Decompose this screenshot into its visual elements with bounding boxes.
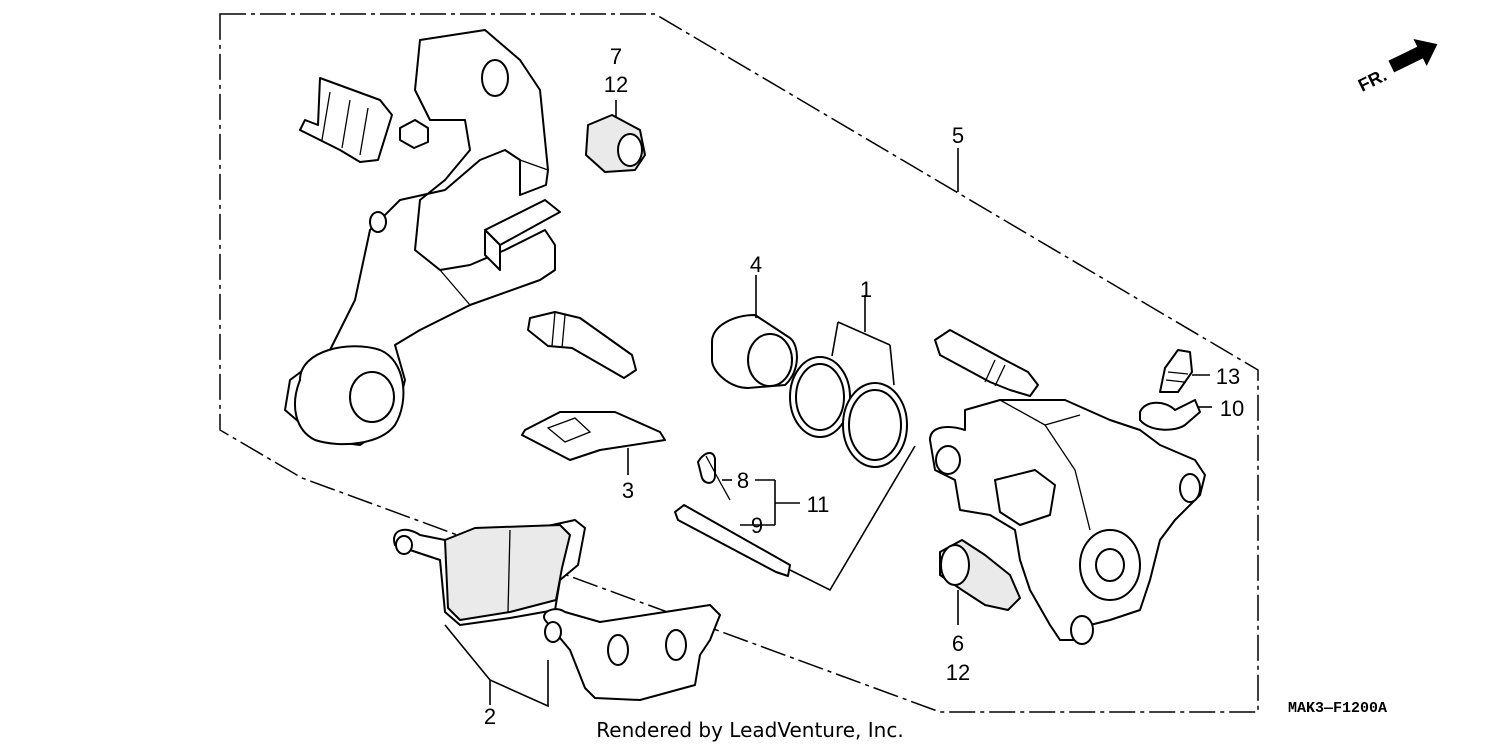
slide-pin-right[interactable]	[934, 329, 1039, 397]
callout-7: 7	[610, 44, 622, 69]
callout-9: 9	[751, 513, 763, 538]
callout-13: 13	[1216, 364, 1240, 389]
slide-pin-left[interactable]	[527, 311, 637, 379]
pad-pin[interactable]	[674, 445, 916, 592]
callout-10: 10	[1220, 396, 1244, 421]
caliper-piston[interactable]	[711, 275, 798, 389]
bleeder-cap[interactable]	[1139, 399, 1212, 431]
diagram-code: MAK3—F1200A	[1288, 700, 1387, 717]
callout-8: 8	[737, 468, 749, 493]
brake-pad-front[interactable]	[393, 519, 586, 626]
callout-11: 11	[807, 492, 830, 517]
assembly-boundary	[219, 13, 1259, 713]
callout-4: 4	[750, 252, 762, 277]
render-credit: Rendered by LeadVenture, Inc.	[596, 718, 903, 742]
callout-3: 3	[622, 478, 634, 503]
front-arrow-icon	[1388, 39, 1438, 73]
callout-2: 2	[484, 704, 496, 729]
piston-seal-set[interactable]	[789, 295, 908, 468]
brake-pad-rear[interactable]	[444, 604, 721, 708]
callout-7-qty: 12	[604, 72, 628, 97]
pad-spring[interactable]	[521, 411, 666, 475]
pin-boot-upper[interactable]	[585, 100, 646, 173]
front-direction-label: FR.	[1355, 65, 1390, 96]
caliper-bracket[interactable]	[284, 29, 561, 446]
callout-1: 1	[860, 277, 872, 302]
caliper-body[interactable]	[929, 399, 1206, 645]
pad-retainer-spring[interactable]	[299, 77, 393, 163]
front-direction-indicator: FR.	[1355, 39, 1438, 96]
callout-6: 6	[952, 631, 964, 656]
callout-5: 5	[952, 123, 964, 148]
pin-boot-lower[interactable]	[939, 539, 1021, 625]
callout-6-qty: 12	[946, 660, 970, 685]
bleeder-screw[interactable]	[1159, 349, 1210, 393]
r-clip[interactable]	[697, 452, 732, 501]
